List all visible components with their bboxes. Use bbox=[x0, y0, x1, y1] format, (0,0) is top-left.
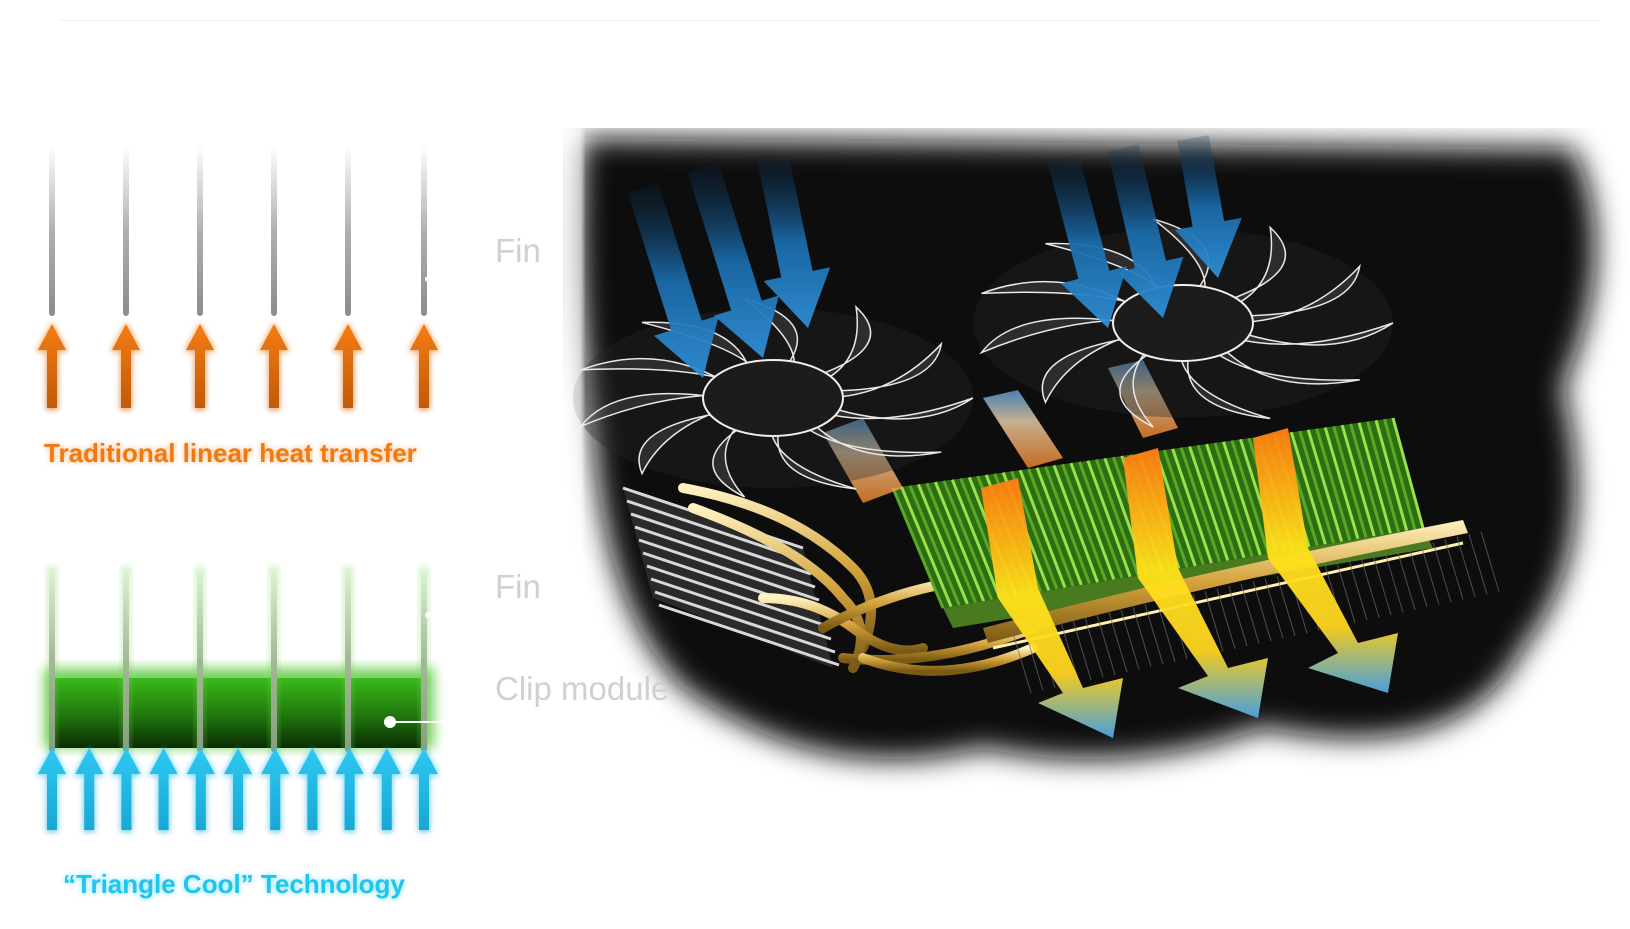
comparison-svg bbox=[36, 146, 445, 832]
orange-up-arrow bbox=[408, 322, 440, 410]
cyan-up-arrow bbox=[296, 746, 329, 832]
orange-up-arrow bbox=[258, 322, 290, 410]
fin-rod bbox=[49, 146, 55, 316]
fin-connector-bottom bbox=[425, 612, 431, 618]
cooler-illustration bbox=[563, 128, 1630, 798]
cyan-up-arrow bbox=[184, 746, 217, 832]
fin-rod bbox=[271, 146, 277, 316]
triangle-cool-caption: “Triangle Cool” Technology bbox=[63, 869, 405, 899]
top-divider bbox=[60, 20, 1600, 21]
fin-rod bbox=[123, 146, 129, 316]
cyan-up-arrow bbox=[333, 746, 366, 832]
green-module-glow bbox=[44, 668, 434, 748]
orange-up-arrow bbox=[110, 322, 142, 410]
heat-transfer-comparison: Traditional linear heat transfer “Triang… bbox=[0, 0, 560, 929]
cyan-up-arrow bbox=[36, 746, 68, 832]
orange-up-arrow bbox=[36, 322, 68, 410]
fin-rod bbox=[421, 146, 427, 316]
traditional-caption: Traditional linear heat transfer bbox=[44, 438, 417, 468]
cyan-up-arrow bbox=[408, 746, 440, 832]
cyan-up-arrow bbox=[147, 746, 180, 832]
scene-fade-left bbox=[563, 128, 583, 798]
orange-heat-arrows bbox=[36, 322, 440, 410]
clip-module-label: Clip module bbox=[495, 670, 670, 707]
blue-down-arrow bbox=[627, 135, 1242, 378]
cyan-up-arrow bbox=[73, 746, 106, 832]
bottom-fin-rods bbox=[46, 566, 430, 752]
fin-connector-top bbox=[425, 276, 431, 282]
orange-up-arrow bbox=[332, 322, 364, 410]
cyan-heat-arrows bbox=[36, 746, 440, 832]
fin-rod bbox=[345, 146, 351, 316]
cyan-up-arrow bbox=[222, 746, 254, 832]
cyan-up-arrow bbox=[259, 746, 292, 832]
fin-label-top: Fin bbox=[495, 232, 541, 269]
yellow-blue-exhaust-arrow bbox=[981, 428, 1398, 738]
clip-module-connector bbox=[384, 716, 445, 728]
cyan-up-arrow bbox=[370, 746, 403, 832]
copper-heatpipes bbox=[678, 483, 1038, 676]
cyan-up-arrow bbox=[110, 746, 143, 832]
fin-rod bbox=[197, 146, 203, 316]
upward-heat-flow bbox=[823, 360, 1178, 503]
orange-up-arrow bbox=[184, 322, 216, 410]
cooler-scene-svg bbox=[563, 128, 1630, 798]
fin-label-bottom: Fin bbox=[495, 568, 541, 605]
top-fin-rods bbox=[49, 146, 427, 316]
